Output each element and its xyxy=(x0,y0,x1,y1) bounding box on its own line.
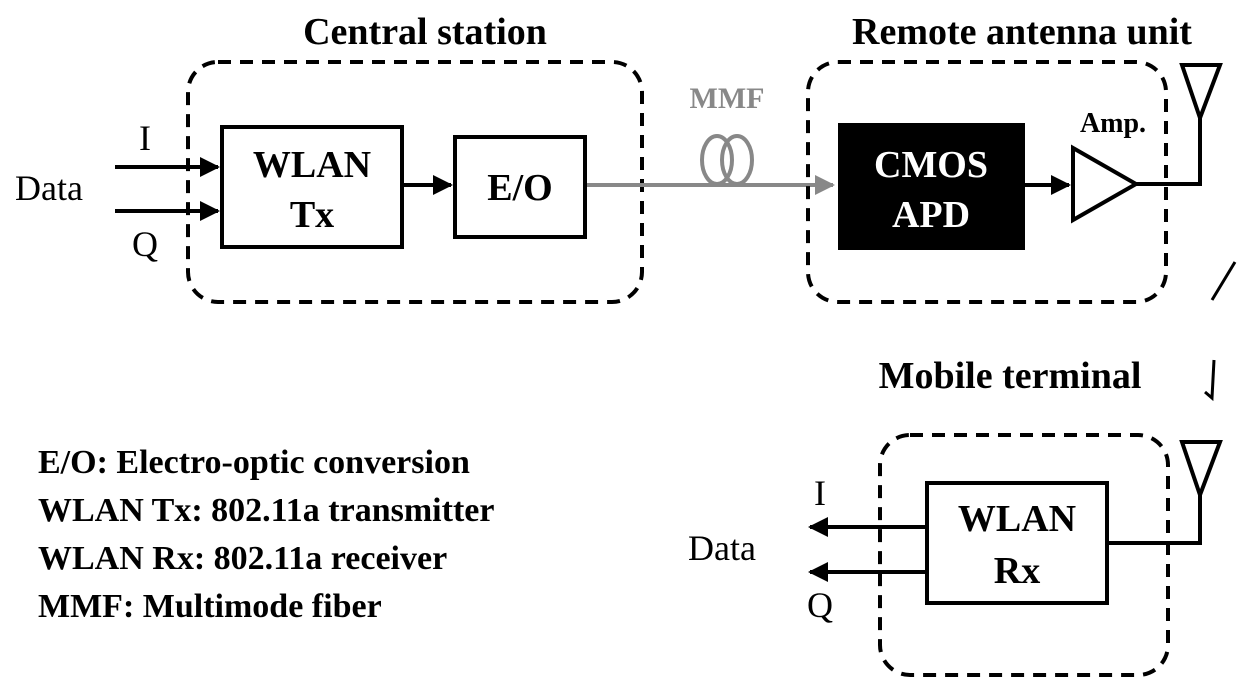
legend-item: E/O: Electro-optic conversion xyxy=(38,444,470,481)
legend-item: MMF: Multimode fiber xyxy=(38,588,382,625)
remote-antenna-unit: Remote antenna unit CMOS APD Amp. xyxy=(806,11,1223,304)
mt-antenna-feed xyxy=(1107,470,1202,545)
mobile-terminal-boundary xyxy=(878,433,1170,677)
amp-label: Amp. xyxy=(1080,108,1146,139)
mmf-label: MMF xyxy=(690,82,765,115)
input-i-label: I xyxy=(139,118,151,158)
fiber-coil-icon xyxy=(700,134,754,186)
input-q-label: Q xyxy=(132,224,158,264)
central-station: Central station I Data Q WLAN Tx E/O xyxy=(15,11,644,304)
wlan-rx-label-line1: WLAN xyxy=(958,498,1076,540)
central-station-boundary xyxy=(186,60,644,304)
wlan-rx-label-line2: Rx xyxy=(994,550,1040,592)
remote-antenna-unit-title: Remote antenna unit xyxy=(852,11,1192,53)
mt-antenna-icon xyxy=(1179,440,1223,501)
legend-item: WLAN Rx: 802.11a receiver xyxy=(38,540,447,577)
cmos-apd-block: CMOS APD xyxy=(838,123,1025,250)
cmos-apd-label-line1: CMOS xyxy=(874,144,988,186)
eo-label: E/O xyxy=(487,167,552,209)
central-station-title: Central station xyxy=(303,11,547,53)
output-i-label: I xyxy=(814,473,826,513)
ra-antenna-feed xyxy=(1136,95,1202,186)
output-q-label: Q xyxy=(807,585,833,625)
cmos-apd-label-line2: APD xyxy=(892,194,970,236)
wlan-tx-block: WLAN Tx xyxy=(220,125,404,249)
mobile-terminal-title: Mobile terminal xyxy=(879,355,1142,397)
amplifier-icon xyxy=(1071,144,1141,224)
eo-block: E/O xyxy=(453,135,587,239)
mobile-terminal: Mobile terminal WLAN Rx I Data Q xyxy=(688,355,1223,677)
ra-antenna-icon xyxy=(1179,63,1223,124)
wlan-rx-block: WLAN Rx xyxy=(925,481,1109,605)
wlan-tx-label-line1: WLAN xyxy=(253,144,371,186)
wireless-link-icon xyxy=(1204,261,1237,402)
legend-item: WLAN Tx: 802.11a transmitter xyxy=(38,492,494,529)
legend: E/O: Electro-optic conversion WLAN Tx: 8… xyxy=(38,444,494,625)
input-data-label: Data xyxy=(15,168,83,208)
wlan-tx-label-line2: Tx xyxy=(290,194,334,236)
output-data-label: Data xyxy=(688,528,756,568)
fiber-link: MMF xyxy=(587,82,835,195)
